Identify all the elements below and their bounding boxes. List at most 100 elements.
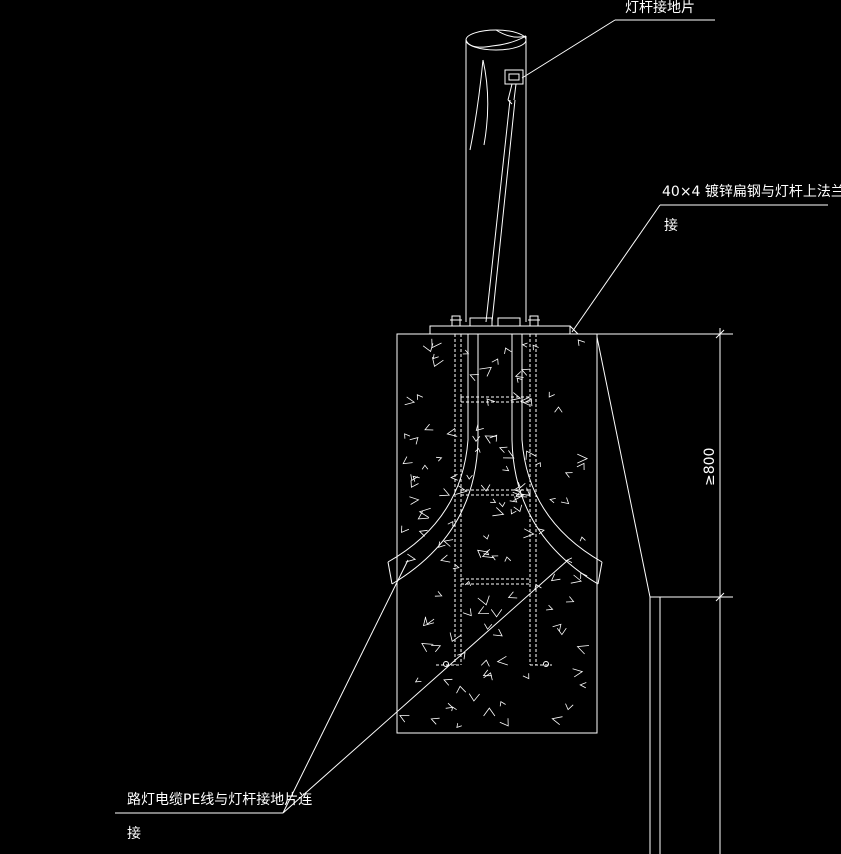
aggregate-mark bbox=[447, 521, 454, 527]
aggregate-mark bbox=[432, 357, 444, 367]
aggregate-mark bbox=[484, 623, 493, 630]
aggregate-mark bbox=[409, 437, 419, 445]
aggregate-mark bbox=[474, 447, 481, 453]
aggregate-mark bbox=[438, 541, 446, 548]
aggregate-mark bbox=[483, 707, 496, 717]
aggregate-mark bbox=[499, 718, 509, 727]
aggregate-mark bbox=[434, 591, 443, 597]
aggregate-mark bbox=[496, 655, 508, 666]
aggregate-mark bbox=[519, 487, 531, 497]
aggregate-mark bbox=[552, 623, 562, 632]
aggregate-mark bbox=[513, 504, 523, 513]
aggregate-mark bbox=[560, 497, 570, 505]
label-flat-steel-line1: 40×4 镀锌扁钢与灯杆上法兰焊 bbox=[662, 183, 841, 200]
aggregate-mark bbox=[499, 701, 506, 707]
aggregate-mark bbox=[570, 574, 583, 584]
aggregate-mark bbox=[504, 556, 512, 562]
aggregate-mark bbox=[502, 450, 515, 459]
aggregate-mark bbox=[513, 486, 520, 492]
aggregate-mark bbox=[452, 563, 460, 570]
aggregate-mark bbox=[516, 377, 523, 383]
aggregate-mark bbox=[445, 702, 454, 709]
aggregate-mark bbox=[446, 428, 458, 437]
anchor-bolt-cage bbox=[436, 334, 552, 666]
aggregate-mark bbox=[451, 706, 457, 712]
aggregate-mark bbox=[399, 715, 410, 723]
aggregate-mark bbox=[477, 606, 490, 614]
aggregate-mark bbox=[402, 456, 413, 465]
aggregate-mark bbox=[510, 392, 522, 401]
aggregate-mark bbox=[484, 435, 496, 444]
cable-conduit-right bbox=[511, 334, 603, 585]
aggregate-mark bbox=[422, 343, 434, 353]
aggregate-mark bbox=[492, 628, 503, 637]
aggregate-mark bbox=[477, 549, 488, 558]
aggregate-mark bbox=[422, 616, 435, 627]
aggregate-mark bbox=[534, 583, 542, 591]
aggregate-mark bbox=[421, 464, 429, 470]
aggregate-mark bbox=[546, 604, 554, 611]
aggregate-mark bbox=[490, 609, 503, 618]
aggregate-mark bbox=[486, 398, 496, 406]
lamp-pole bbox=[465, 29, 527, 322]
aggregate-mark bbox=[566, 557, 573, 563]
aggregate-mark bbox=[572, 668, 584, 678]
aggregate-mark bbox=[472, 435, 481, 442]
aggregate-mark bbox=[416, 394, 423, 400]
aggregate-mark bbox=[532, 344, 539, 351]
cable-conduit-left bbox=[387, 334, 479, 585]
aggregate-mark bbox=[564, 472, 573, 478]
aggregate-mark bbox=[523, 398, 533, 407]
aggregate-mark bbox=[412, 475, 420, 482]
pe-cable bbox=[485, 99, 516, 323]
label-depth-dimension: ≥800 bbox=[702, 448, 718, 486]
aggregate-mark bbox=[431, 645, 442, 653]
label-cable-pe-line2: 接 bbox=[127, 825, 141, 842]
leader-pole-ground-plate bbox=[521, 19, 715, 79]
aggregate-mark bbox=[522, 673, 530, 680]
aggregate-mark bbox=[483, 534, 490, 540]
aggregate-mark bbox=[480, 659, 490, 667]
aggregate-mark bbox=[498, 502, 506, 508]
aggregate-mark bbox=[410, 480, 419, 488]
aggregate-mark bbox=[507, 591, 518, 599]
aggregate-mark bbox=[414, 677, 422, 683]
pole-base-flange bbox=[429, 315, 580, 335]
aggregate-mark bbox=[462, 349, 470, 355]
aggregate-mark bbox=[457, 652, 466, 660]
aggregate-mark bbox=[549, 498, 556, 504]
aggregate-mark bbox=[405, 553, 417, 563]
aggregate-mark bbox=[483, 672, 493, 681]
aggregate-mark bbox=[477, 595, 490, 606]
aggregate-mark bbox=[556, 627, 567, 636]
aggregate-mark bbox=[502, 465, 510, 472]
aggregate-mark bbox=[468, 693, 480, 702]
aggregate-mark bbox=[535, 462, 541, 468]
aggregate-mark bbox=[479, 366, 492, 377]
aggregate-mark bbox=[515, 488, 528, 498]
aggregate-mark bbox=[410, 474, 419, 481]
aggregate-mark bbox=[450, 474, 458, 481]
aggregate-mark bbox=[520, 368, 531, 376]
aggregate-mark bbox=[439, 488, 451, 497]
aggregate-mark bbox=[430, 717, 440, 725]
label-flat-steel-line2: 接 bbox=[664, 217, 678, 234]
aggregate-mark bbox=[512, 491, 524, 501]
aggregate-mark bbox=[576, 462, 585, 471]
aggregate-mark bbox=[443, 539, 454, 547]
aggregate-mark bbox=[576, 645, 590, 655]
anchor-bolt-hook-left bbox=[443, 661, 449, 667]
aggregate-mark bbox=[418, 507, 431, 518]
aggregate-mark bbox=[469, 374, 479, 382]
pole-ground-plate bbox=[504, 69, 524, 105]
aggregate-mark bbox=[510, 509, 517, 515]
concrete-foundation bbox=[396, 333, 598, 734]
aggregate-mark bbox=[491, 358, 499, 365]
aggregate-mark bbox=[492, 507, 505, 517]
aggregate-mark bbox=[565, 703, 574, 711]
aggregate-mark bbox=[424, 423, 434, 431]
aggregate-mark bbox=[424, 616, 435, 625]
aggregate-mark bbox=[523, 528, 535, 539]
label-cable-pe-line1: 路灯电缆PE线与灯杆接地片连 bbox=[127, 791, 312, 808]
